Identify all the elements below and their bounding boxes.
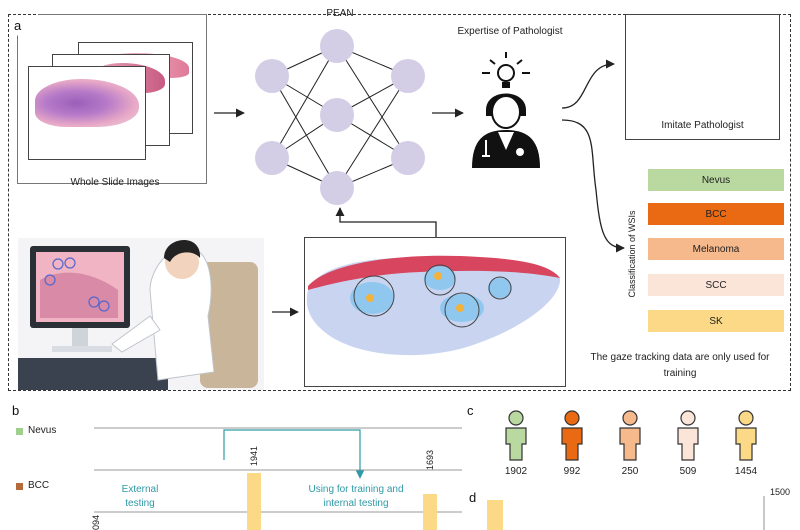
pathologist-title: Expertise of Pathologist [457, 26, 563, 37]
legend-swatch-bcc [16, 483, 23, 490]
panel-a-frame [8, 14, 791, 391]
gaze-heatmap-tissue [306, 255, 561, 356]
network-nodes [255, 29, 425, 205]
wsi-tissue [35, 79, 139, 127]
bar-label-1693: 1693 [425, 449, 435, 470]
classification-axis-label: Classification of WSIs [627, 210, 637, 298]
legend-swatch-nevus [16, 428, 23, 435]
internal-testing-line1: Using for training and [308, 484, 404, 495]
workstation-frame [18, 238, 264, 390]
arrow-to-imitate [561, 59, 615, 109]
legend-label-nevus: Nevus [28, 425, 57, 436]
pathologist-workstation-illustration [18, 238, 264, 390]
bar-label-094: 094 [91, 514, 101, 530]
class-bcc: BCC [648, 203, 784, 225]
gaze-note-line2: training [663, 368, 697, 379]
gaze-heatmap-frame [304, 237, 566, 387]
panel-a-letter: a [14, 18, 22, 33]
wsi-slide-front [28, 66, 146, 160]
count-melanoma: 250 [621, 466, 639, 477]
external-testing-line1: External [121, 484, 159, 495]
count-bcc: 992 [563, 466, 581, 477]
panel-b-letter: b [12, 403, 20, 418]
imitate-frame [625, 14, 780, 140]
count-nevus: 1902 [504, 466, 528, 477]
panel-d-letter: d [469, 490, 477, 505]
external-testing-line2: testing [125, 498, 155, 509]
panel-c-icons [505, 410, 757, 461]
panel-b-graphic [94, 427, 462, 530]
arrow-to-classification [561, 119, 625, 253]
pean-title: PEAN [326, 8, 354, 19]
panel-d-graphic [487, 496, 765, 530]
panel-c-letter: c [467, 403, 474, 418]
wsi-caption: Whole Slide Images [70, 177, 160, 188]
legend-label-bcc: BCC [28, 480, 50, 491]
count-sk: 1454 [734, 466, 758, 477]
internal-testing-line2: internal testing [323, 498, 389, 509]
gaze-note-line1: The gaze tracking data are only used for [590, 352, 770, 363]
count-scc: 509 [679, 466, 697, 477]
imitate-caption: Imitate Pathologist [661, 120, 744, 131]
class-scc: SCC [648, 274, 784, 296]
class-nevus: Nevus [648, 169, 784, 191]
class-melanoma: Melanoma [648, 238, 784, 260]
arrow-gaze-to-pean [335, 207, 437, 237]
pathologist-icon [472, 52, 540, 168]
panel-d-tick: 1500 [770, 487, 791, 497]
class-sk: SK [648, 310, 784, 332]
bar-label-1941: 1941 [249, 445, 259, 466]
